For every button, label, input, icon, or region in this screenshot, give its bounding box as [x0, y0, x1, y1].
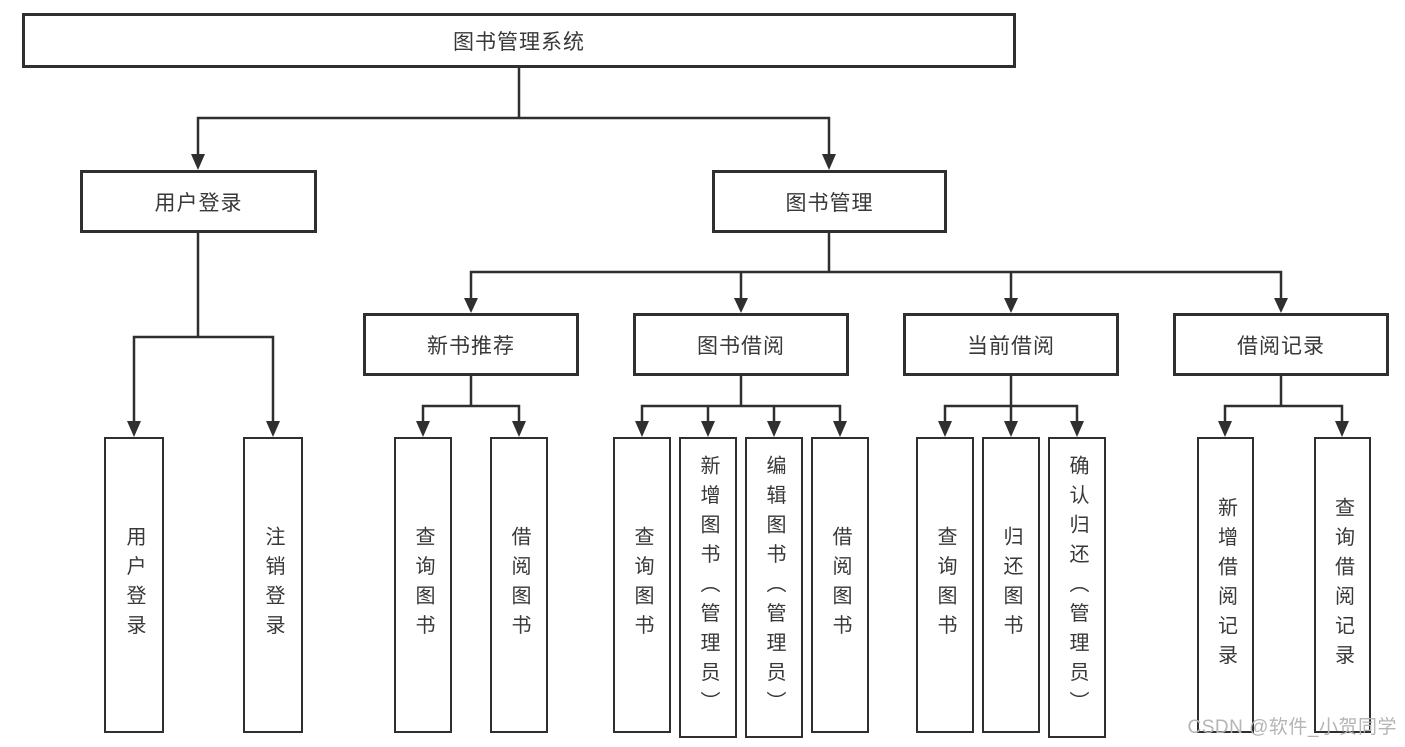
connector-userlogin-to-leaves — [127, 231, 280, 437]
node-new-book-recommend-label: 新书推荐 — [427, 334, 515, 358]
node-book-borrowing: 图书借阅 — [633, 313, 849, 376]
node-leaf-return-book-label: 归还图书 — [1000, 526, 1022, 644]
node-leaf-query-books-3-label: 查询图书 — [934, 526, 956, 644]
node-book-management-label: 图书管理 — [785, 191, 874, 215]
node-borrowing-records: 借阅记录 — [1173, 313, 1389, 376]
connector-records-to-leaves — [1218, 374, 1349, 437]
node-leaf-borrow-books-1-label: 借阅图书 — [508, 526, 530, 644]
node-leaf-add-book-admin: 新增图书（管理员） — [679, 437, 737, 738]
node-leaf-borrow-books-2: 借阅图书 — [811, 437, 869, 733]
node-leaf-return-book: 归还图书 — [982, 437, 1040, 733]
node-leaf-edit-book-admin: 编辑图书（管理员） — [745, 437, 803, 738]
node-user-login: 用户登录 — [80, 170, 317, 233]
node-leaf-add-book-admin-label: 新增图书（管理员） — [697, 454, 719, 721]
node-leaf-user-login-label: 用户登录 — [123, 526, 145, 644]
node-borrowing-records-label: 借阅记录 — [1237, 334, 1325, 358]
node-leaf-query-borrow-record: 查询借阅记录 — [1314, 437, 1371, 733]
node-leaf-query-books-2-label: 查询图书 — [631, 526, 653, 644]
node-leaf-query-books-2: 查询图书 — [613, 437, 671, 733]
connector-newbook-to-leaves — [416, 374, 526, 437]
connector-currentborrow-to-leaves — [938, 374, 1084, 437]
node-user-login-label: 用户登录 — [154, 191, 243, 215]
node-leaf-confirm-return-admin: 确认归还（管理员） — [1048, 437, 1106, 738]
node-leaf-query-books-1-label: 查询图书 — [412, 526, 434, 644]
connector-bookmgmt-to-level2 — [464, 231, 1288, 313]
node-leaf-borrow-books-2-label: 借阅图书 — [829, 526, 851, 644]
csdn-watermark: CSDN @软件_小贺同学 — [1187, 717, 1397, 738]
node-current-borrowing-label: 当前借阅 — [967, 334, 1055, 358]
node-leaf-edit-book-admin-label: 编辑图书（管理员） — [763, 454, 785, 721]
node-leaf-query-books-1: 查询图书 — [394, 437, 452, 733]
node-leaf-logout: 注销登录 — [243, 437, 303, 733]
node-leaf-user-login: 用户登录 — [104, 437, 164, 733]
node-leaf-borrow-books-1: 借阅图书 — [490, 437, 548, 733]
node-leaf-query-books-3: 查询图书 — [916, 437, 974, 733]
node-leaf-query-borrow-record-label: 查询借阅记录 — [1331, 496, 1354, 674]
node-root-label: 图书管理系统 — [453, 30, 585, 54]
node-leaf-logout-label: 注销登录 — [262, 526, 284, 644]
node-root: 图书管理系统 — [22, 13, 1016, 68]
node-book-management: 图书管理 — [712, 170, 947, 233]
node-leaf-confirm-return-admin-label: 确认归还（管理员） — [1066, 454, 1088, 721]
connector-bookborrow-to-leaves — [635, 374, 847, 437]
connector-root-to-level1 — [191, 66, 836, 170]
node-leaf-add-borrow-record: 新增借阅记录 — [1197, 437, 1254, 733]
node-new-book-recommend: 新书推荐 — [363, 313, 579, 376]
node-leaf-add-borrow-record-label: 新增借阅记录 — [1214, 496, 1237, 674]
node-book-borrowing-label: 图书借阅 — [697, 334, 785, 358]
node-current-borrowing: 当前借阅 — [903, 313, 1119, 376]
